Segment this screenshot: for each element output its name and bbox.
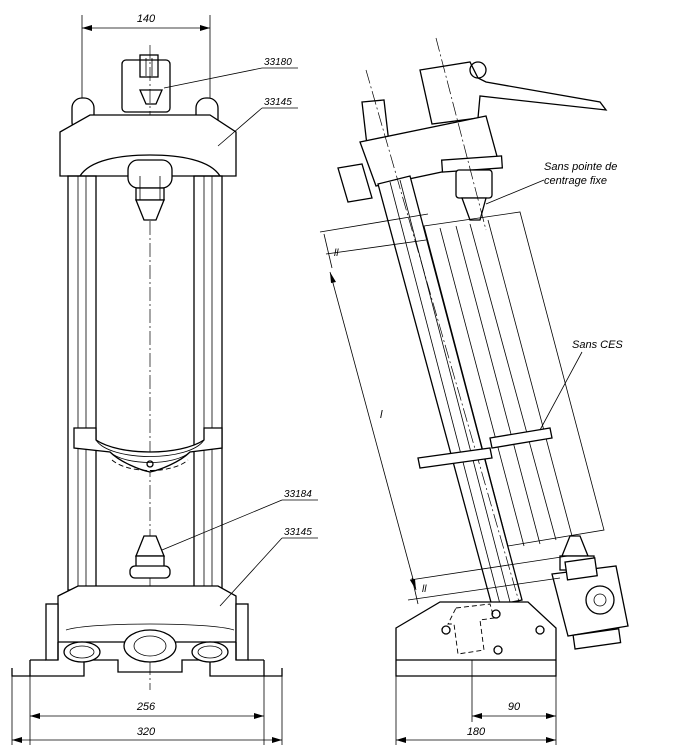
dimension-256-label: 256 — [136, 701, 156, 713]
dimension-small-bottom: ll — [407, 577, 561, 605]
dimension-320-label: 320 — [137, 726, 156, 738]
dimension-small-bottom-label: ll — [422, 584, 427, 595]
callout-33145-bottom-label: 33145 — [284, 527, 312, 538]
dimension-320: 320 — [11, 668, 283, 745]
dimension-180: 180 — [395, 676, 556, 745]
dimension-180-label: 180 — [467, 726, 486, 738]
callout-33180-label: 33180 — [264, 57, 292, 68]
dimension-length: l — [325, 239, 569, 591]
top-clamp-lever — [337, 37, 608, 231]
dimension-90: 90 — [471, 660, 557, 745]
dimension-small-top-label: ll — [334, 248, 339, 259]
top-crossbar — [59, 97, 237, 221]
side-view: l ll ll Sans pointe de centrage fixe San… — [319, 37, 629, 745]
steady-rest-bar — [417, 427, 553, 469]
callout-33184: 33184 — [161, 489, 318, 551]
dimension-length-label: l — [380, 409, 383, 421]
note-fixed-center: Sans pointe de centrage fixe — [485, 161, 617, 205]
side-base — [395, 601, 557, 677]
callout-33180: 33180 — [163, 57, 298, 89]
callout-33145-top: 33145 — [217, 97, 298, 147]
bottom-clamp — [551, 535, 629, 650]
inclined-column — [365, 69, 531, 641]
bottom-base — [29, 585, 265, 677]
dimension-90-label: 90 — [508, 701, 521, 713]
dimension-small-top: ll — [319, 213, 429, 269]
callout-33145-bottom: 33145 — [219, 527, 318, 607]
callout-33184-label: 33184 — [284, 489, 312, 500]
vertical-bars — [67, 175, 223, 591]
front-view: 140 — [11, 13, 318, 745]
steady-rest — [73, 427, 223, 473]
note-fixed-center-line1: Sans pointe de — [544, 161, 617, 173]
note-fixed-center-line2: centrage fixe — [544, 175, 607, 187]
note-ces-label: Sans CES — [572, 339, 623, 351]
workpiece-outline — [423, 211, 605, 547]
dimension-256: 256 — [29, 676, 265, 745]
callout-33145-top-label: 33145 — [264, 97, 292, 108]
bottom-center-fixture — [129, 535, 171, 579]
dimension-140-label: 140 — [137, 13, 156, 25]
note-ces: Sans CES — [539, 339, 623, 431]
top-center-fixture — [121, 45, 171, 690]
